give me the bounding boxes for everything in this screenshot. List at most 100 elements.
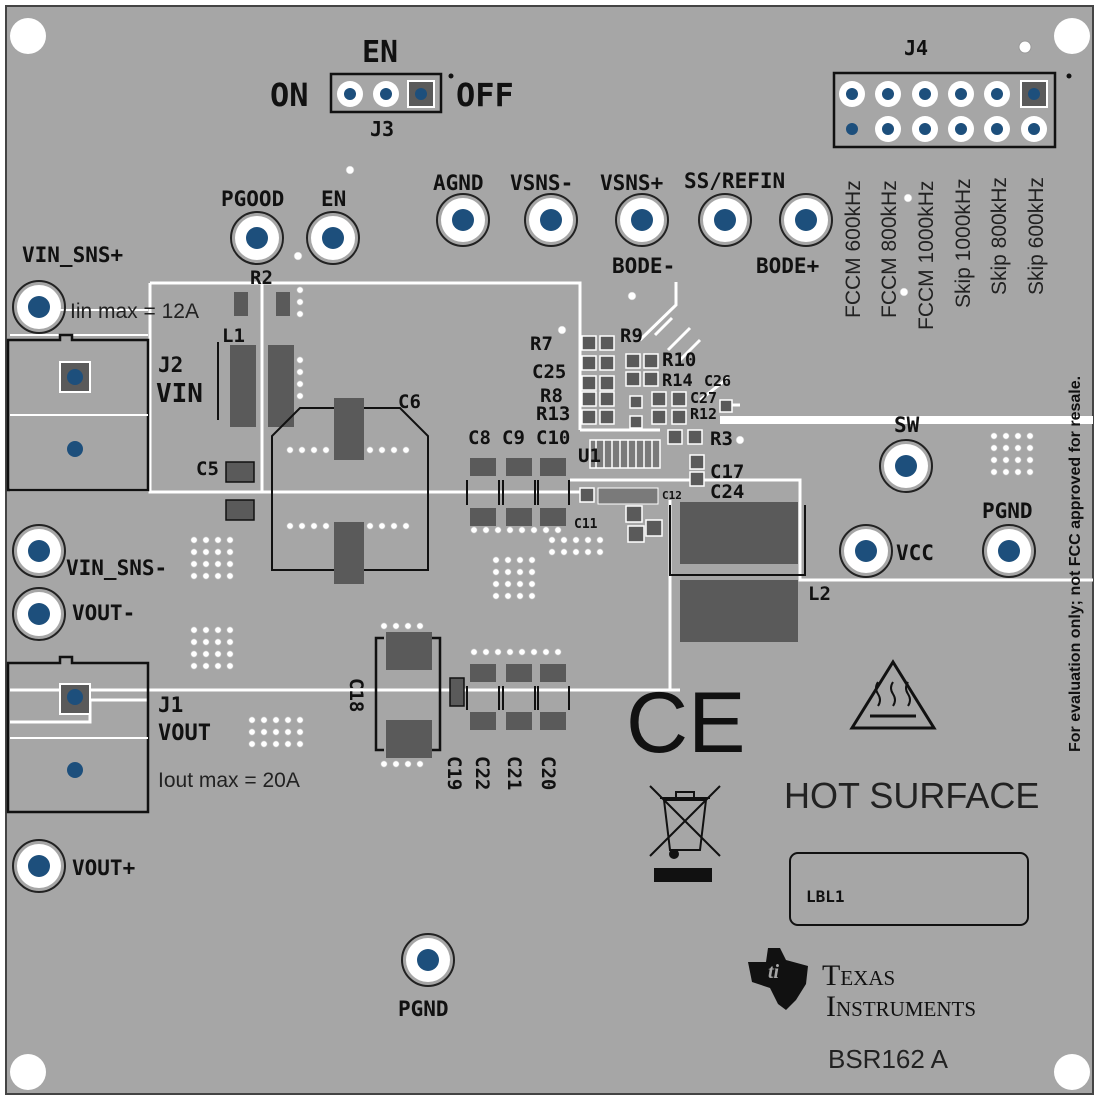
j4-mode-labels: FCCM 600kHz FCCM 800kHz FCCM 1000kHz Ski… [842, 177, 1048, 330]
via [214, 626, 222, 634]
via [286, 446, 294, 454]
power-stage-pad [597, 487, 659, 505]
via [542, 648, 550, 656]
j4-mode-skip-1000: Skip 1000kHz [952, 178, 975, 308]
via [554, 648, 562, 656]
via [226, 560, 234, 568]
refdes-r9: R9 [620, 325, 643, 347]
via [296, 356, 304, 364]
via [296, 740, 304, 748]
via [284, 716, 292, 724]
tp-pgood-label: PGOOD [221, 187, 284, 211]
refdes-l2: L2 [808, 583, 831, 605]
refdes-c21: C21 [503, 756, 525, 790]
label-box [789, 852, 1029, 926]
via [516, 556, 524, 564]
via [378, 522, 386, 530]
via [402, 522, 410, 530]
via [202, 572, 210, 580]
refdes-r7: R7 [530, 333, 553, 355]
c6-bulk-capacitor [271, 398, 429, 584]
via [494, 526, 502, 534]
via [248, 728, 256, 736]
refdes-labels: R2 L1 C5 C6 C8 C9 C10 C11 C12 R7 R9 C25 … [196, 267, 831, 605]
via [214, 548, 222, 556]
tp-vsns-minus-pad [524, 193, 578, 247]
refdes-c25: C25 [532, 361, 566, 383]
tp-vsns-plus-label: VSNS+ [600, 171, 663, 195]
via [345, 165, 355, 175]
via [226, 572, 234, 580]
via [260, 740, 268, 748]
via [1026, 432, 1034, 440]
via [506, 526, 514, 534]
iout-max-note: Iout max = 20A [158, 769, 300, 792]
j3-jumper-outline [329, 72, 443, 114]
u1-pins [595, 440, 653, 468]
tp-bode-plus-label: BODE+ [756, 254, 819, 278]
board-id: BSR162 A [828, 1044, 949, 1074]
via [214, 560, 222, 568]
via [296, 380, 304, 388]
tp-vin-sns-plus-label: VIN_SNS+ [22, 243, 123, 267]
via [284, 740, 292, 748]
j3-pins [337, 80, 435, 108]
via [226, 626, 234, 634]
via [226, 650, 234, 658]
via [202, 626, 210, 634]
tp-agnd-label: AGND [433, 171, 484, 195]
via [248, 740, 256, 748]
via [1002, 432, 1010, 440]
via [378, 446, 386, 454]
refdes-c24: C24 [710, 481, 744, 503]
refdes-c8: C8 [468, 427, 491, 449]
tp-vout-plus-pad [12, 839, 66, 893]
via [202, 650, 210, 658]
refdes-r10: R10 [662, 349, 696, 371]
refdes-r13: R13 [536, 403, 570, 425]
via [899, 287, 909, 297]
j4-mode-fccm-800: FCCM 800kHz [878, 180, 901, 318]
refdes-l1: L1 [222, 325, 245, 347]
via [260, 728, 268, 736]
via [226, 638, 234, 646]
via-arrays [190, 165, 1034, 768]
label-box-text: LBL1 [806, 887, 845, 906]
via [518, 648, 526, 656]
via [404, 760, 412, 768]
refdes-c22: C22 [471, 756, 493, 790]
via [1014, 444, 1022, 452]
tp-vcc-label: VCC [896, 541, 934, 565]
via [380, 622, 388, 630]
tp-pgnd-bottom-pad [401, 933, 455, 987]
tp-en-label: EN [321, 187, 346, 211]
via [557, 325, 567, 335]
via [492, 556, 500, 564]
texas-instruments-logo-icon: ti [748, 948, 808, 1010]
via [214, 638, 222, 646]
via [492, 592, 500, 600]
j4-pins [839, 80, 1048, 142]
via [548, 536, 556, 544]
via [322, 446, 330, 454]
via [190, 626, 198, 634]
tp-vout-minus-label: VOUT- [72, 601, 135, 625]
j3-on-label: ON [270, 76, 309, 114]
via [990, 468, 998, 476]
via [530, 648, 538, 656]
via [627, 291, 637, 301]
via [296, 368, 304, 376]
refdes-r3: R3 [710, 428, 733, 450]
via [202, 560, 210, 568]
refdes-c27: C27 [690, 389, 717, 407]
via [903, 193, 913, 203]
refdes-r8: R8 [540, 385, 563, 407]
via [202, 536, 210, 544]
refdes-c9: C9 [502, 427, 525, 449]
tp-en-pad [306, 211, 360, 265]
via [214, 572, 222, 580]
refdes-u1: U1 [578, 445, 601, 467]
refdes-c19: C19 [443, 756, 465, 790]
via [284, 728, 292, 736]
